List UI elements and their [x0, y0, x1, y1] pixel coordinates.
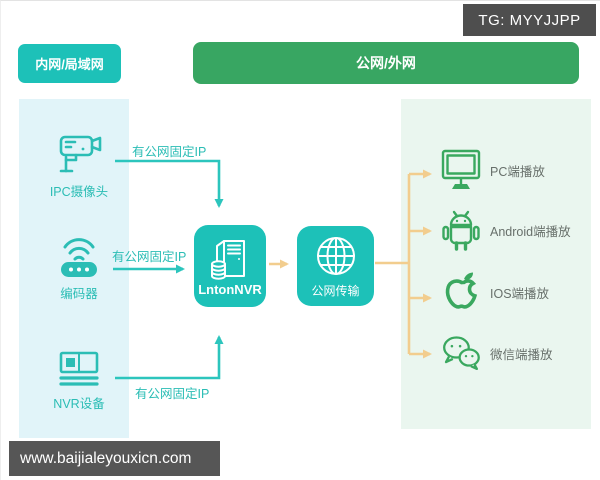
arrow-camera-to-nvrbox [115, 159, 224, 208]
cctv-camera-icon [54, 130, 104, 177]
device-ipc-camera: IPC摄像头 [29, 130, 129, 200]
pc-monitor-icon [441, 147, 481, 193]
lnton-nvr-label: LntonNVR [198, 281, 262, 297]
link-label-middle: 有公网固定IP [112, 250, 187, 264]
arrow-nvrdevice-to-nvrbox [115, 335, 224, 380]
globe-icon [313, 233, 359, 279]
link-label-top: 有公网固定IP [132, 145, 207, 159]
device-encoder: 编码器 [29, 234, 129, 302]
watermark-url: www.baijialeyouxicn.com [20, 449, 192, 467]
server-icon [207, 236, 253, 280]
wechat-icon [441, 332, 481, 374]
watermark-bar: www.baijialeyouxicn.com [9, 441, 220, 476]
client-label-android: Android端播放 [490, 224, 571, 239]
public-header-label: 公网/外网 [356, 55, 416, 71]
nvr-recorder-icon [57, 349, 101, 389]
public-zone-panel [401, 99, 591, 429]
client-pc: PC端播放 [441, 147, 545, 193]
telegram-badge-text: TG: MYYJJPP [478, 11, 581, 29]
public-network-header: 公网/外网 [193, 42, 579, 84]
encoder-icon [56, 234, 102, 279]
public-transfer-label: 公网传输 [311, 284, 360, 298]
device-label-ipc: IPC摄像头 [49, 185, 109, 199]
client-label-wechat: 微信端播放 [490, 347, 553, 362]
android-icon [441, 208, 481, 252]
public-transfer-box: 公网传输 [297, 226, 374, 306]
lnton-nvr-box: LntonNVR [194, 225, 266, 307]
client-wechat: 微信端播放 [441, 332, 553, 374]
intranet-header-label: 内网/局域网 [35, 57, 104, 72]
telegram-badge: TG: MYYJJPP [463, 4, 596, 36]
client-label-pc: PC端播放 [490, 164, 545, 179]
intranet-header: 内网/局域网 [18, 44, 121, 83]
client-android: Android端播放 [441, 208, 571, 252]
link-label-bottom: 有公网固定IP [135, 387, 210, 401]
client-ios: IOS端播放 [441, 267, 549, 317]
apple-icon [441, 267, 481, 317]
device-label-encoder: 编码器 [60, 287, 98, 301]
client-label-ios: IOS端播放 [490, 286, 550, 301]
device-label-nvr: NVR设备 [53, 397, 105, 411]
device-nvr: NVR设备 [29, 349, 129, 412]
